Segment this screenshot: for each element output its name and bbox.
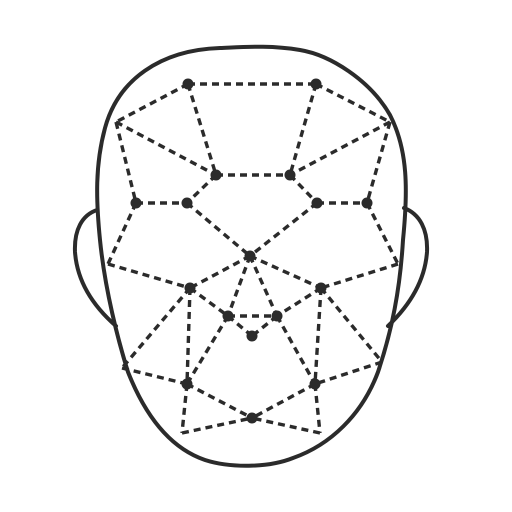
mesh-line: [276, 286, 322, 318]
mesh-point: [361, 197, 373, 209]
mesh-point: [310, 78, 322, 90]
mesh-line: [185, 315, 230, 385]
mesh-line: [289, 120, 391, 177]
mesh-line: [275, 315, 317, 385]
mesh-line: [185, 201, 252, 258]
mesh-line: [288, 83, 318, 176]
mesh-point: [130, 197, 142, 209]
mesh-point: [315, 282, 327, 294]
mesh-point: [246, 330, 258, 342]
mesh-point: [184, 282, 196, 294]
mesh-point: [182, 78, 194, 90]
mesh-line: [248, 255, 279, 317]
mesh-line: [180, 383, 189, 434]
left-ear: [72, 208, 118, 328]
head-outline: [95, 44, 408, 468]
mesh-line: [315, 82, 391, 124]
mesh-line: [120, 286, 192, 370]
mesh-line: [115, 82, 189, 124]
mesh-line: [185, 287, 192, 385]
mesh-line: [313, 383, 322, 434]
mesh-lines: [106, 82, 400, 435]
mesh-point: [284, 169, 296, 181]
mesh-point: [311, 197, 323, 209]
mesh-line: [320, 262, 399, 290]
mesh-point: [210, 169, 222, 181]
mesh-line: [106, 202, 138, 265]
mesh-points: [130, 78, 373, 424]
mesh-point: [181, 197, 193, 209]
mesh-point: [244, 250, 256, 262]
mesh-line: [181, 416, 253, 435]
mesh-point: [222, 310, 234, 322]
mesh-line: [251, 416, 321, 435]
mesh-line: [319, 286, 384, 364]
mesh-line: [107, 262, 191, 290]
mesh-line: [114, 121, 138, 204]
mesh-line: [185, 173, 218, 205]
mesh-line: [188, 286, 230, 318]
mesh-line: [288, 173, 319, 205]
mesh-line: [314, 360, 383, 386]
mesh-line: [251, 382, 316, 420]
mesh-line: [115, 120, 217, 177]
mesh-line: [186, 83, 218, 176]
mesh-line: [186, 382, 253, 420]
mesh-line: [313, 287, 323, 385]
mesh-line: [248, 201, 319, 258]
mesh-line: [249, 254, 322, 290]
right-ear: [386, 206, 430, 328]
mesh-point: [181, 378, 193, 390]
mesh-point: [246, 412, 258, 424]
mesh-line: [365, 202, 400, 265]
mesh-line: [365, 121, 392, 204]
mesh-point: [309, 378, 321, 390]
mesh-point: [271, 310, 283, 322]
mesh-line: [226, 255, 252, 317]
